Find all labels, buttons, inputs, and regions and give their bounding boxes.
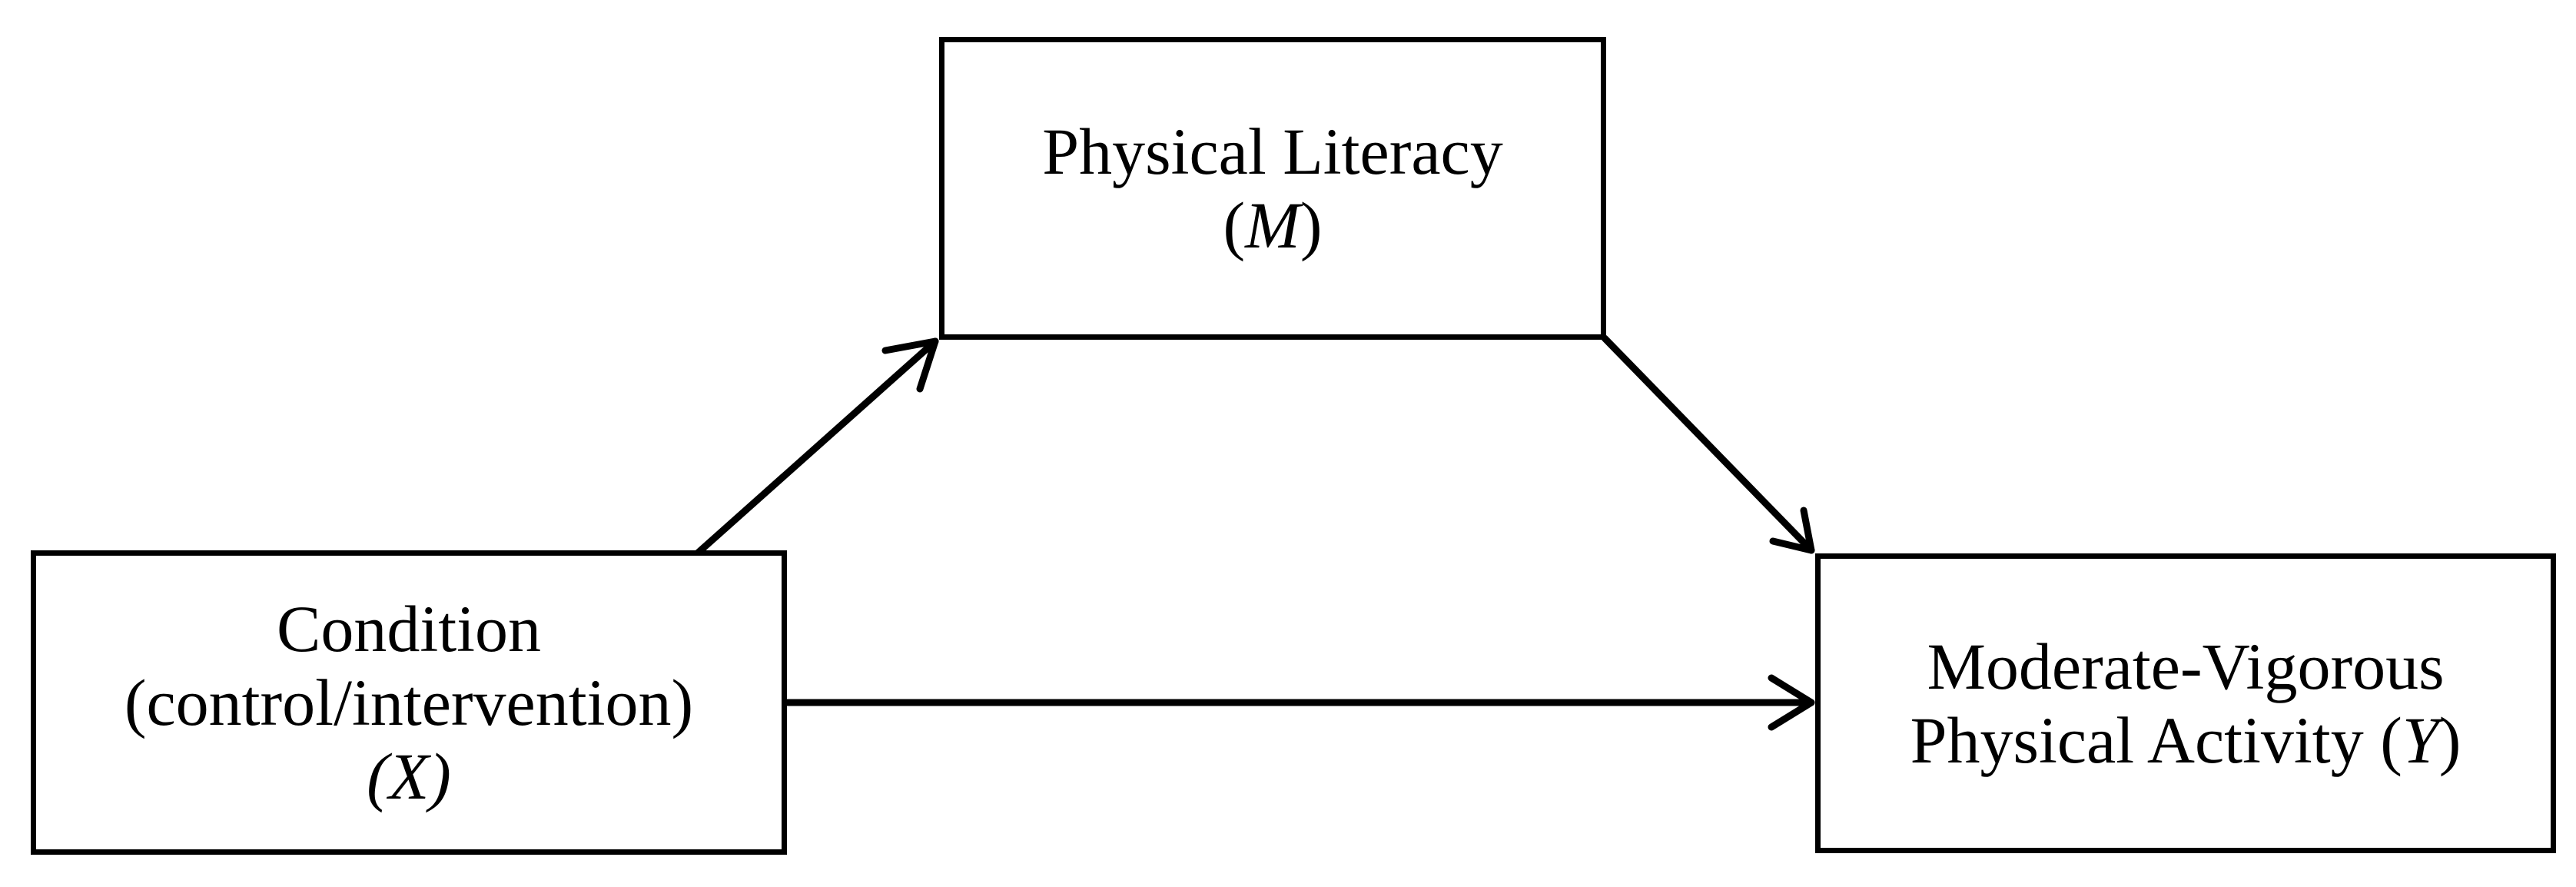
predictor-symbol: (X) bbox=[367, 739, 451, 814]
mediator-symbol: M bbox=[1245, 188, 1300, 262]
predictor-levels: (control/intervention) bbox=[124, 665, 694, 739]
predictor-label: Condition bbox=[276, 591, 542, 666]
arrow-x-to-y-head bbox=[1768, 674, 1815, 731]
mediator-variable: (M) bbox=[1223, 188, 1323, 262]
outcome-symbol: Y bbox=[2402, 703, 2439, 777]
arrow-m-to-y-head bbox=[1769, 507, 1815, 554]
arrow-x-to-m bbox=[692, 337, 939, 559]
outcome-variable: Physical Activity (Y) bbox=[1910, 703, 2461, 777]
mediator-label: Physical Literacy bbox=[1042, 114, 1503, 188]
predictor-node-condition: Condition (control/intervention) (X) bbox=[31, 550, 787, 855]
mediator-node-physical-literacy: Physical Literacy (M) bbox=[939, 37, 1606, 340]
arrow-x-to-y bbox=[783, 674, 1815, 731]
outcome-node-mvpa: Moderate-Vigorous Physical Activity (Y) bbox=[1815, 553, 2556, 853]
arrow-m-to-y bbox=[1601, 334, 1815, 554]
arrow-x-to-m-head bbox=[881, 337, 939, 393]
outcome-label: Moderate-Vigorous bbox=[1927, 629, 2445, 703]
